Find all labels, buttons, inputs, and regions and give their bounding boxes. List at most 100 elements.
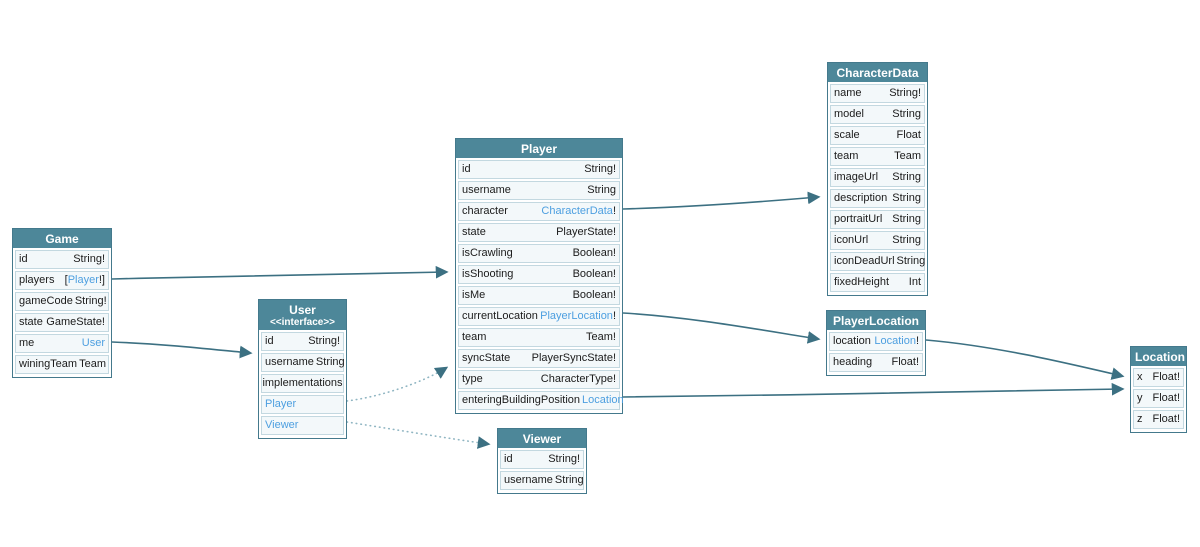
field-row-fixedheight[interactable]: fixedHeight Int — [830, 273, 925, 292]
field-row-team[interactable]: team Team — [830, 147, 925, 166]
field-type: Int — [908, 276, 921, 288]
field-type: Team — [894, 150, 921, 162]
field-type: Location — [582, 393, 624, 408]
type-link[interactable]: Player — [67, 274, 99, 286]
entity-title-text: Player — [520, 142, 558, 156]
field-type: String! — [308, 335, 340, 347]
field-name: id — [504, 453, 513, 465]
field-name: players — [19, 274, 55, 286]
field-name: isShooting — [462, 268, 514, 280]
field-name: iconUrl — [834, 234, 869, 246]
implementation-row-viewer[interactable]: Viewer — [261, 416, 344, 435]
field-name: state — [19, 316, 43, 328]
field-type: String — [892, 213, 921, 225]
field-type: String — [315, 356, 345, 368]
field-type: String! — [74, 295, 107, 307]
entity-title-viewer[interactable]: Viewer — [498, 429, 586, 448]
edge-playerlocation-location-to-location — [925, 339, 1125, 380]
implementation-row-player[interactable]: Player — [261, 395, 344, 414]
field-name: description — [834, 192, 888, 204]
edge-player-enteringbuildingposition-to-location — [622, 382, 1125, 398]
field-name: scale — [834, 129, 860, 141]
entity-title-game[interactable]: Game — [13, 229, 111, 248]
field-type: Float! — [891, 356, 919, 368]
type-link[interactable]: Location — [874, 335, 916, 347]
type-link[interactable]: CharacterData — [541, 205, 613, 217]
entity-title-characterdata[interactable]: CharacterData — [828, 63, 927, 82]
type-link[interactable]: Viewer — [265, 419, 299, 431]
field-name: id — [462, 163, 471, 175]
field-name: currentLocation — [462, 310, 538, 322]
field-name: model — [834, 108, 864, 120]
field-name: fixedHeight — [834, 276, 890, 288]
field-row-imageurl[interactable]: imageUrl String — [830, 168, 925, 187]
entity-title-location[interactable]: Location — [1131, 347, 1186, 366]
type-link[interactable]: Player — [265, 398, 297, 410]
type-link[interactable]: PlayerLocation — [540, 310, 613, 322]
field-type: String — [892, 171, 921, 183]
entity-title-playerlocation[interactable]: PlayerLocation — [827, 311, 925, 330]
field-type: CharacterData! — [541, 205, 616, 217]
type-link[interactable]: User — [81, 337, 105, 349]
field-row-players[interactable]: players[Player!] — [15, 271, 109, 290]
entity-title-text: PlayerLocation — [832, 314, 920, 328]
field-type: Float! — [1152, 392, 1180, 404]
type-link[interactable]: Location — [582, 394, 624, 406]
entity-title-user[interactable]: User<<interface>> — [259, 300, 346, 330]
field-type: Team! — [586, 331, 616, 343]
field-name: username — [265, 356, 314, 368]
field-name: team — [834, 150, 859, 162]
entity-title-player[interactable]: Player — [456, 139, 622, 158]
field-type: PlayerSyncState! — [531, 352, 616, 364]
field-name: imageUrl — [834, 171, 879, 183]
field-name: gameCode — [19, 295, 73, 307]
